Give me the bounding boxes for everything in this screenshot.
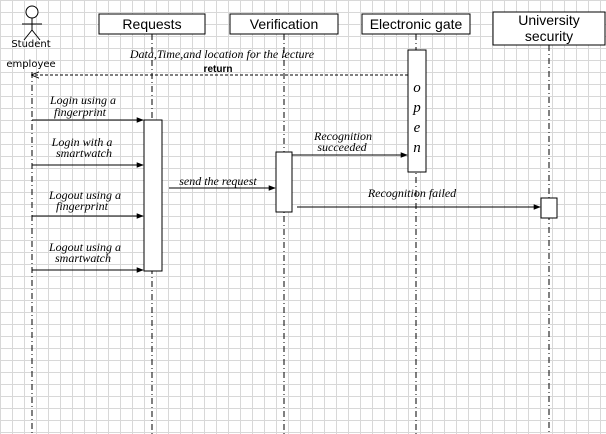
recognition-succeeded-label-line1: Recognition bbox=[313, 129, 372, 143]
gate-state-letter: n bbox=[413, 140, 421, 156]
requests-label: Requests bbox=[122, 16, 181, 32]
return-label: return bbox=[204, 64, 233, 75]
gate-state-letter: o bbox=[413, 80, 421, 96]
logout-smartwatch-label-line1: Logout using a bbox=[48, 240, 121, 254]
verification-box bbox=[229, 13, 339, 35]
security-box bbox=[492, 11, 606, 46]
security-label-line2: security bbox=[525, 28, 573, 44]
login-smartwatch-label-line1: Login with a bbox=[51, 135, 113, 149]
logout-fingerprint-label-line2: fingerprint bbox=[56, 199, 109, 213]
lecture-info-label: Data,Time,and location for the lecture bbox=[129, 47, 315, 61]
actor-name-line1: Student bbox=[11, 39, 50, 50]
gate-label: Electronic gate bbox=[370, 16, 463, 32]
verification-activation bbox=[275, 151, 293, 213]
requests-activation bbox=[143, 119, 163, 272]
gate-box bbox=[361, 13, 471, 35]
logout-smartwatch-label-line2: smartwatch bbox=[55, 251, 111, 265]
gate-state-letter: p bbox=[412, 100, 421, 116]
security-activation bbox=[540, 197, 558, 219]
requests-box bbox=[98, 13, 206, 35]
verification-label: Verification bbox=[250, 16, 318, 32]
security-label-line1: University bbox=[518, 12, 579, 28]
gate-state-letter: e bbox=[414, 120, 421, 136]
actor-name-line2: employee bbox=[6, 59, 55, 70]
recognition-failed-label: Recognition failed bbox=[367, 186, 457, 200]
recognition-succeeded-label-line2: succeeded bbox=[317, 140, 367, 154]
login-smartwatch-label-line2: smartwatch bbox=[56, 146, 112, 160]
send-request-label: send the request bbox=[179, 174, 257, 188]
logout-fingerprint-label-line1: Logout using a bbox=[48, 188, 121, 202]
login-fingerprint-label-line2: fingerprint bbox=[54, 105, 107, 119]
gate-activation bbox=[407, 49, 427, 173]
login-fingerprint-label-line1: Login using a bbox=[49, 93, 116, 107]
actor-figure bbox=[22, 5, 42, 41]
